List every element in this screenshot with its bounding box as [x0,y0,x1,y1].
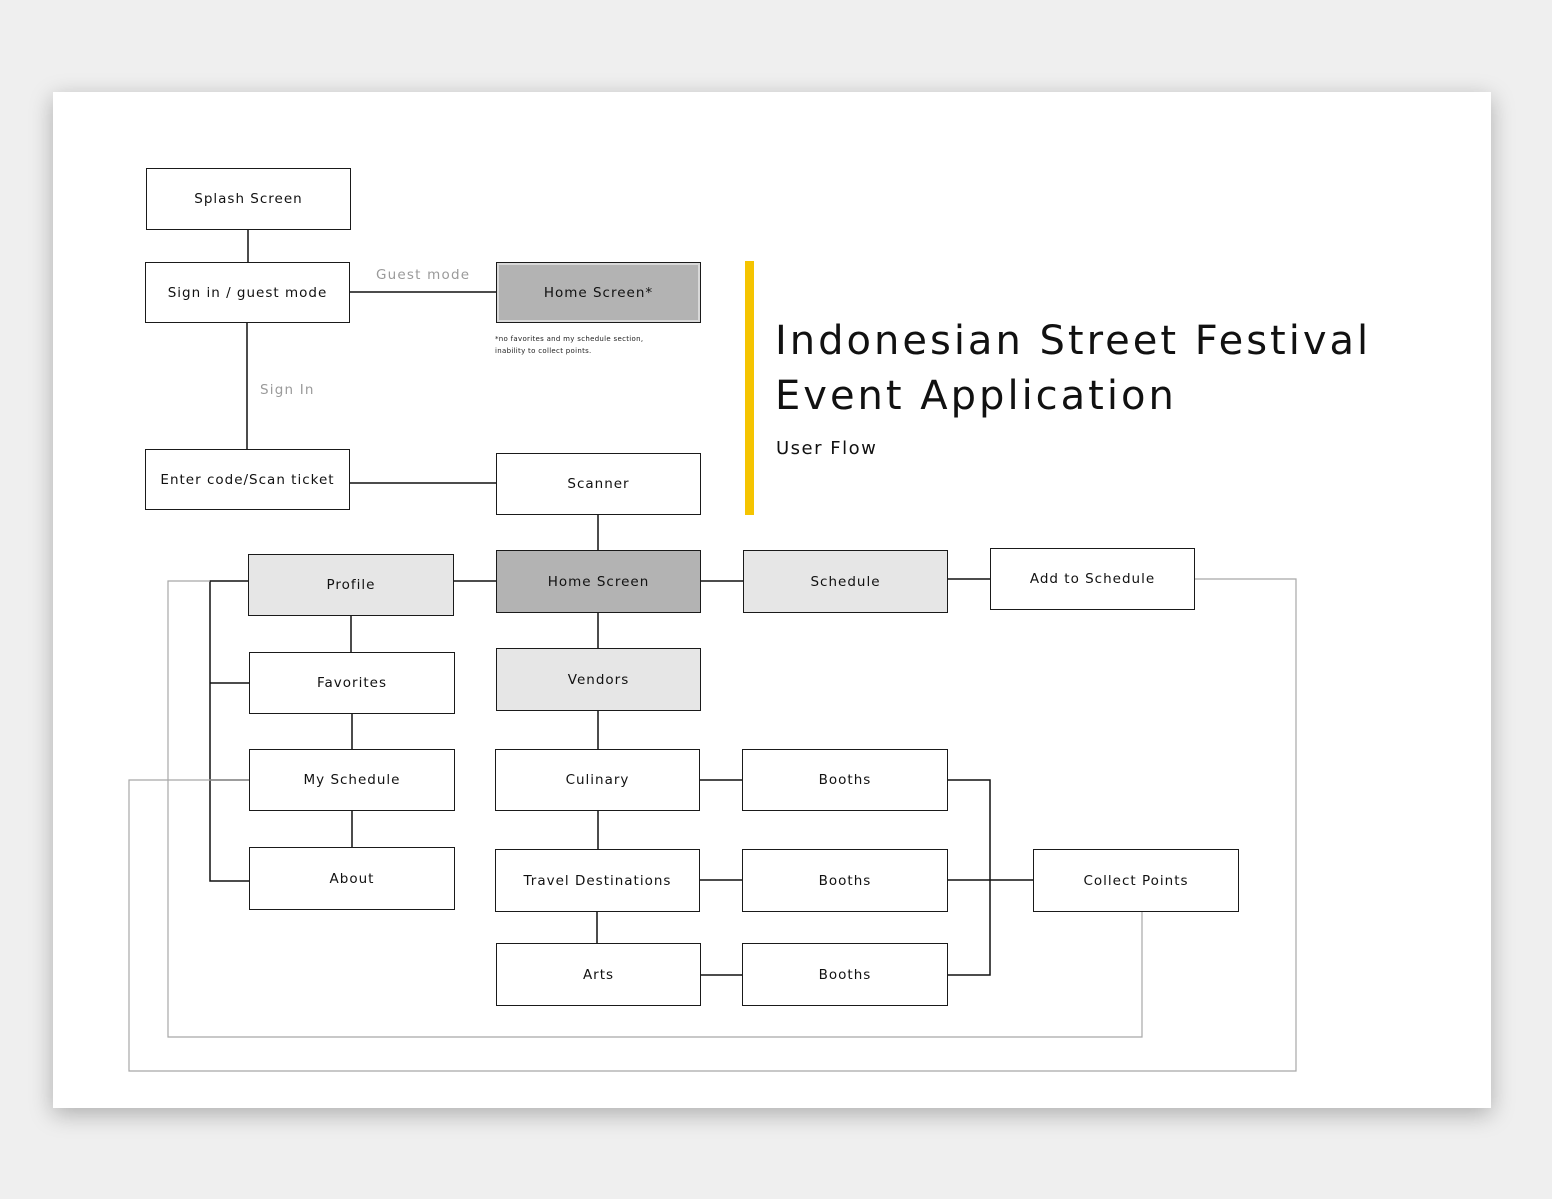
loop-collect-to-profile [167,580,1143,1038]
guest-mode-footnote: *no favorites and my schedule section, i… [495,335,644,355]
node-label: Vendors [567,671,630,688]
node-label: My Schedule [303,772,401,788]
title-line-1: Indonesian Street Festival [775,318,1372,364]
favorites-node: Favorites [249,652,455,714]
node-label: Home Screen [547,573,650,590]
home-screen-guest-node: Home Screen* [496,262,701,323]
node-label: Culinary [565,772,630,788]
node-label: Home Screen* [543,284,654,301]
booths-arts-node: Booths [742,943,948,1006]
booths-travel-node: Booths [742,849,948,912]
node-label: Profile [326,577,376,593]
scanner-node: Scanner [496,453,701,515]
about-node: About [249,847,455,910]
profile-node: Profile [248,554,454,616]
culinary-node: Culinary [495,749,700,811]
node-label: Booths [818,772,872,788]
home-screen-node: Home Screen [496,550,701,613]
add-to-schedule-node: Add to Schedule [990,548,1195,610]
edge-booths-merge [947,779,991,976]
node-label: Add to Schedule [1029,571,1156,587]
collect-points-node: Collect Points [1033,849,1239,912]
guest-mode-label: Guest mode [376,267,471,283]
booths-culinary-node: Booths [742,749,948,811]
edge-profile-bracket [209,580,249,882]
node-label: Sign in / guest mode [167,284,328,301]
subtitle: User Flow [776,438,878,459]
arts-node: Arts [496,943,701,1006]
node-label: Booths [818,872,872,889]
title-accent-bar [745,261,754,515]
vendors-node: Vendors [496,648,701,711]
schedule-node: Schedule [743,550,948,613]
node-label: Enter code/Scan ticket [160,471,335,488]
node-label: Collect Points [1083,872,1189,889]
node-label: Arts [582,966,615,983]
title-line-2: Event Application [775,373,1177,419]
node-label: Booths [818,966,872,983]
splash-screen-node: Splash Screen [146,168,351,230]
signin-node: Sign in / guest mode [145,262,350,323]
enter-code-node: Enter code/Scan ticket [145,449,350,510]
sign-in-label: Sign In [260,382,315,398]
node-label: About [329,870,375,887]
node-label: Scanner [567,476,630,492]
node-label: Schedule [810,573,881,590]
node-label: Splash Screen [194,191,303,207]
node-label: Travel Destinations [523,872,672,889]
travel-destinations-node: Travel Destinations [495,849,700,912]
my-schedule-node: My Schedule [249,749,455,811]
node-label: Favorites [317,675,387,691]
loop-add-to-myschedule [128,578,1297,1072]
